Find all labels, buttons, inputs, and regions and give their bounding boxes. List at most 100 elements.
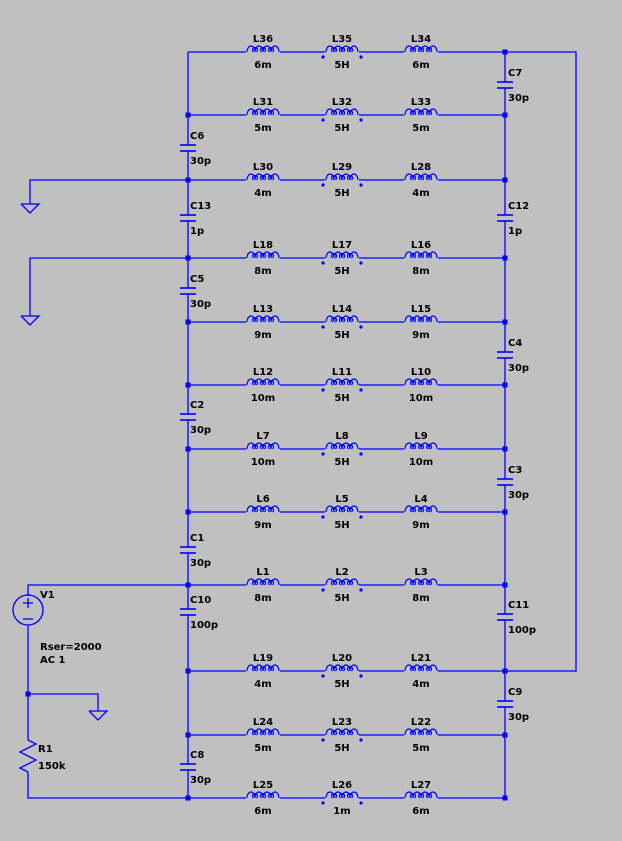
inductor-value-label: 6m [412, 60, 429, 71]
inductor-value-label: 8m [254, 593, 271, 604]
inductor-l6[interactable] [246, 505, 280, 513]
inductor-value-label: 5m [412, 743, 429, 754]
inductor-value-label: 6m [254, 806, 271, 817]
inductor-l28[interactable] [404, 173, 438, 181]
capacitor-name-label: C11 [508, 600, 529, 611]
inductor-value-label: 4m [254, 188, 271, 199]
inductor-l2[interactable] [321, 578, 359, 592]
inductor-l19[interactable] [246, 664, 280, 672]
phase-dot [359, 801, 363, 805]
phase-dot [359, 118, 363, 122]
capacitor-value-label: 100p [190, 620, 218, 631]
inductor-value-label: 6m [412, 806, 429, 817]
capacitor-name-label: C5 [190, 274, 204, 285]
capacitor-c2[interactable] [180, 413, 196, 421]
capacitor-name-label: C2 [190, 400, 204, 411]
inductor-l35[interactable] [321, 45, 359, 59]
inductor-name-label: L13 [253, 304, 273, 315]
voltage-source-v1[interactable] [12, 594, 44, 626]
inductor-l10[interactable] [404, 378, 438, 386]
inductor-l24[interactable] [246, 728, 280, 736]
capacitor-c4[interactable] [497, 351, 513, 359]
inductor-l36[interactable] [246, 45, 280, 53]
inductor-l7[interactable] [246, 442, 280, 450]
capacitor-c10[interactable] [180, 608, 196, 616]
capacitor-value-label: 1p [508, 226, 522, 237]
capacitor-c7[interactable] [497, 81, 513, 89]
capacitor-c3[interactable] [497, 478, 513, 486]
inductor-name-label: L11 [332, 367, 352, 378]
phase-dot [359, 388, 363, 392]
inductor-value-label: 5m [254, 123, 271, 134]
phase-dot [359, 452, 363, 456]
capacitor-c8[interactable] [180, 763, 196, 771]
inductor-l4[interactable] [404, 505, 438, 513]
inductor-l8[interactable] [321, 442, 359, 456]
inductor-value-label: 5H [334, 330, 349, 341]
inductor-name-label: L26 [332, 780, 352, 791]
inductor-l3[interactable] [404, 578, 438, 586]
capacitor-c12[interactable] [497, 214, 513, 222]
capacitor-value-label: 30p [190, 558, 211, 569]
inductor-l5[interactable] [321, 505, 359, 519]
capacitor-c13[interactable] [180, 214, 196, 222]
inductor-value-label: 9m [412, 520, 429, 531]
inductor-l20[interactable] [321, 664, 359, 678]
inductor-l29[interactable] [321, 173, 359, 187]
phase-dot [359, 588, 363, 592]
capacitor-c5[interactable] [180, 287, 196, 295]
inductor-l22[interactable] [404, 728, 438, 736]
capacitor-c9[interactable] [497, 700, 513, 708]
wires [25, 49, 577, 801]
inductor-l12[interactable] [246, 378, 280, 386]
inductor-value-label: 5H [334, 520, 349, 531]
capacitor-value-label: 30p [508, 490, 529, 501]
inductor-name-label: L19 [253, 653, 273, 664]
capacitor-c1[interactable] [180, 546, 196, 554]
inductor-l17[interactable] [321, 251, 359, 265]
inductor-l26[interactable] [321, 791, 359, 805]
inductor-l15[interactable] [404, 315, 438, 323]
inductor-name-label: L14 [332, 304, 352, 315]
inductor-l30[interactable] [246, 173, 280, 181]
resistor-value-label: 150k [38, 761, 66, 772]
inductor-l21[interactable] [404, 664, 438, 672]
inductor-l32[interactable] [321, 108, 359, 122]
inductor-name-label: L28 [411, 162, 431, 173]
inductor-l11[interactable] [321, 378, 359, 392]
cap-gap [185, 547, 191, 553]
capacitor-value-label: 100p [508, 625, 536, 636]
inductor-value-label: 5H [334, 60, 349, 71]
inductor-l1[interactable] [246, 578, 280, 586]
inductor-value-label: 9m [254, 330, 271, 341]
capacitor-value-label: 30p [508, 363, 529, 374]
inductor-value-label: 5H [334, 457, 349, 468]
inductor-name-label: L30 [253, 162, 273, 173]
inductor-value-label: 5H [334, 743, 349, 754]
inductor-value-label: 10m [409, 393, 433, 404]
inductor-value-label: 5H [334, 266, 349, 277]
inductor-l18[interactable] [246, 251, 280, 259]
capacitor-name-label: C4 [508, 338, 522, 349]
inductor-l33[interactable] [404, 108, 438, 116]
inductor-l25[interactable] [246, 791, 280, 799]
cap-gap [185, 145, 191, 151]
inductor-l23[interactable] [321, 728, 359, 742]
inductor-l14[interactable] [321, 315, 359, 329]
capacitor-c11[interactable] [497, 613, 513, 621]
source-name-label: V1 [40, 590, 55, 601]
capacitor-c6[interactable] [180, 144, 196, 152]
inductor-value-label: 5H [334, 188, 349, 199]
inductor-l34[interactable] [404, 45, 438, 53]
inductor-name-label: L7 [256, 431, 269, 442]
inductor-l13[interactable] [246, 315, 280, 323]
inductor-l9[interactable] [404, 442, 438, 450]
resistor-r1[interactable] [18, 739, 38, 773]
inductor-l31[interactable] [246, 108, 280, 116]
inductor-name-label: L8 [335, 431, 348, 442]
inductor-l16[interactable] [404, 251, 438, 259]
phase-dot [359, 325, 363, 329]
capacitor-value-label: 30p [508, 712, 529, 723]
inductor-l27[interactable] [404, 791, 438, 799]
inductor-value-label: 10m [409, 457, 433, 468]
